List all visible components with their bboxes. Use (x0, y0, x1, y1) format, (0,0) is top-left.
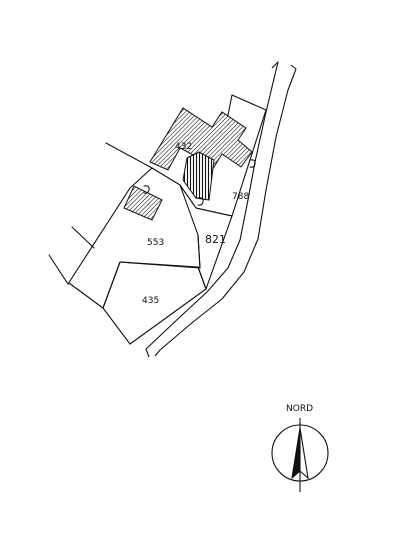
access-marker-south (197, 197, 204, 206)
north-arrow-fill (292, 428, 300, 478)
north-label: NORD (286, 404, 313, 414)
boundary-northwest (105, 142, 153, 169)
lot-label-821: 821 (205, 233, 226, 246)
road-west-edge (145, 61, 279, 358)
access-markers (143, 159, 256, 206)
access-marker-east (249, 159, 256, 168)
lot-label-553: 553 (147, 238, 164, 248)
road (145, 61, 297, 358)
building-annex (182, 151, 215, 201)
lot-label-432: 432 (175, 142, 192, 152)
lot-label-788: 788 (232, 192, 249, 202)
boundary-west-edge (48, 254, 69, 285)
building-small-553 (123, 185, 163, 221)
lot-label-435: 435 (142, 296, 159, 306)
buildings (123, 107, 253, 221)
road-east-edge (154, 64, 297, 357)
north-arrow: NORD (271, 404, 329, 492)
building-main-432 (149, 107, 253, 177)
lot-labels: 432 788 553 821 435 (142, 142, 249, 306)
access-marker-west (143, 185, 150, 194)
boundary-west-spur (71, 226, 95, 249)
